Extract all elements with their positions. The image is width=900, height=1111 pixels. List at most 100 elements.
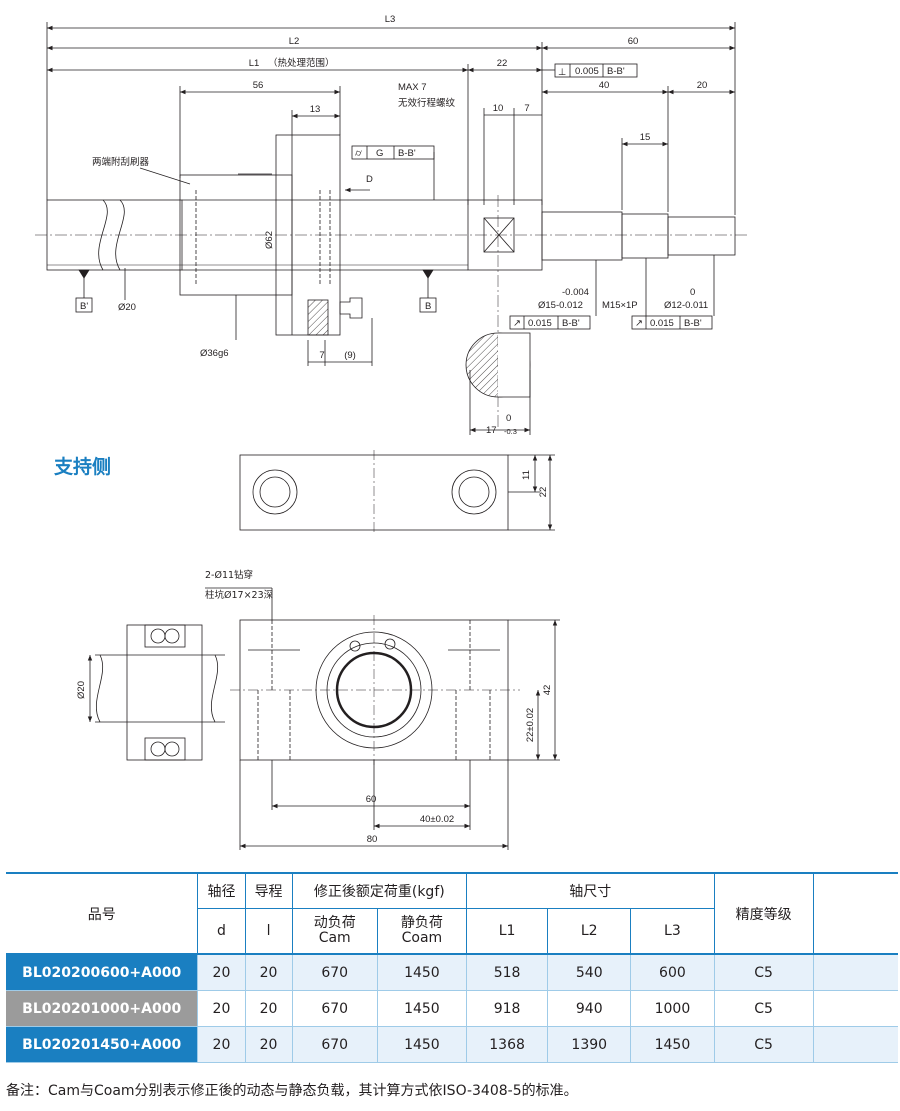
cell-cam: 670 xyxy=(291,1026,378,1063)
th-lead: 导程 xyxy=(244,872,293,909)
dim-15: 15 xyxy=(640,132,651,143)
th-L3: L3 xyxy=(630,908,714,954)
key-upper: 0 xyxy=(506,413,511,424)
perp-ref: B-B' xyxy=(607,66,625,77)
cell-l: 20 xyxy=(244,990,293,1027)
dim-60: 60 xyxy=(628,36,639,47)
th-blank xyxy=(812,872,898,954)
th-grade: 精度等级 xyxy=(713,872,814,954)
cell-L1: 918 xyxy=(465,990,548,1027)
dim-phi62: Ø62 xyxy=(264,231,275,249)
cell-l: 20 xyxy=(244,953,293,991)
cell-blank xyxy=(812,990,898,1027)
cell-grade: C5 xyxy=(713,953,814,991)
wiper-note: 两端附刮刷器 xyxy=(92,156,150,168)
cell-L3: 1450 xyxy=(630,1026,714,1063)
runout2-value: 0.015 xyxy=(650,318,674,329)
cell-model: BL020201450+A000 xyxy=(6,1026,198,1063)
th-load: 修正後额定荷重(kgf) xyxy=(291,872,467,909)
runout-icon: ↗ xyxy=(635,318,643,329)
cell-model: BL020200600+A000 xyxy=(6,953,198,991)
cylindricity-icon: ⌭ xyxy=(355,148,363,159)
g-ref: B-B' xyxy=(398,148,416,159)
cell-L3: 600 xyxy=(630,953,714,991)
cell-d: 20 xyxy=(197,1026,246,1063)
dim-L2: L2 xyxy=(289,36,300,47)
perp-icon: ⊥ xyxy=(558,67,566,78)
sup-dim-80: 80 xyxy=(367,834,378,845)
cell-d: 20 xyxy=(197,953,246,991)
technical-drawing: L3 L2 60 L1 （热处理范围） 22 56 13 MAX 7 无效行程螺… xyxy=(35,14,750,850)
g-value: G xyxy=(376,148,383,159)
cell-blank xyxy=(812,1026,898,1063)
footnote: 备注：Cam与Coam分别表示修正後的动态与静态负载，其计算方式依ISO-340… xyxy=(6,1083,578,1099)
dim-7b: 7 xyxy=(319,350,324,361)
sup-dim-22tol: 22±0.02 xyxy=(525,708,536,742)
th-L1: L1 xyxy=(465,908,548,954)
sup-dim-22: 22 xyxy=(538,487,549,498)
cell-coam: 1450 xyxy=(376,953,467,991)
table-row: BL020200600+A000 20 20 670 1450 518 540 … xyxy=(6,953,898,991)
dim-L1: L1 xyxy=(249,58,260,69)
key-width: 17 xyxy=(486,425,497,436)
runout2-ref: B-B' xyxy=(684,318,702,329)
th-model: 品号 xyxy=(6,872,198,954)
dim-40: 40 xyxy=(599,80,610,91)
dim-max7: MAX 7 xyxy=(398,82,427,93)
cell-cam: 670 xyxy=(291,953,378,991)
sup-dim-42: 42 xyxy=(542,685,553,696)
dim-20: 20 xyxy=(697,80,708,91)
hole-note1: 2-Ø11钻穿 xyxy=(205,569,253,581)
th-L2: L2 xyxy=(547,908,631,954)
sup-phi20: Ø20 xyxy=(76,681,87,699)
th-d: d xyxy=(197,908,246,954)
sup-dim-40: 40±0.02 xyxy=(420,814,454,825)
cell-grade: C5 xyxy=(713,990,814,1027)
cell-grade: C5 xyxy=(713,1026,814,1063)
dim-phi20: Ø20 xyxy=(118,302,136,313)
thread-m15: M15×1P xyxy=(602,300,638,311)
th-shaft-dia: 轴径 xyxy=(197,872,246,909)
hole-note2: 柱坑Ø17×23深 xyxy=(205,589,274,601)
cell-l: 20 xyxy=(244,1026,293,1063)
table-row: BL020201000+A000 20 20 670 1450 918 940 … xyxy=(6,990,898,1027)
cell-d: 20 xyxy=(197,990,246,1027)
cell-L3: 1000 xyxy=(630,990,714,1027)
cell-model: BL020201000+A000 xyxy=(6,990,198,1027)
dim-D: D xyxy=(366,174,373,185)
perp-value: 0.005 xyxy=(575,66,599,77)
cell-L2: 540 xyxy=(547,953,631,991)
dim-13: 13 xyxy=(310,104,321,115)
dim-phi36: Ø36g6 xyxy=(200,348,229,359)
tol15: Ø15-0.012 xyxy=(538,300,583,311)
key-lower: -0.3 xyxy=(504,427,517,436)
runout1-value: 0.015 xyxy=(528,318,552,329)
tol15-upper: -0.004 xyxy=(562,287,589,298)
cell-L2: 1390 xyxy=(547,1026,631,1063)
tol12: Ø12-0.011 xyxy=(664,300,708,311)
dim-L3: L3 xyxy=(385,14,396,25)
th-l: l xyxy=(244,908,293,954)
cell-blank xyxy=(812,953,898,991)
runout1-ref: B-B' xyxy=(562,318,580,329)
dim-max7-note: 无效行程螺纹 xyxy=(398,97,456,109)
cell-L1: 518 xyxy=(465,953,548,991)
cell-coam: 1450 xyxy=(376,990,467,1027)
sup-dim-11: 11 xyxy=(521,470,532,480)
dim-7: 7 xyxy=(524,103,529,114)
cell-coam: 1450 xyxy=(376,1026,467,1063)
sup-dim-60: 60 xyxy=(366,794,377,805)
cell-L2: 940 xyxy=(547,990,631,1027)
tol12-upper: 0 xyxy=(690,287,695,298)
cell-L1: 1368 xyxy=(465,1026,548,1063)
datum-b-prime: B' xyxy=(80,301,88,312)
dim-L1-note: （热处理范围） xyxy=(268,57,335,69)
dim-9: (9) xyxy=(344,350,356,361)
dim-10: 10 xyxy=(493,103,504,114)
cell-cam: 670 xyxy=(291,990,378,1027)
dim-56: 56 xyxy=(253,80,264,91)
table-row: BL020201450+A000 20 20 670 1450 1368 139… xyxy=(6,1026,898,1063)
